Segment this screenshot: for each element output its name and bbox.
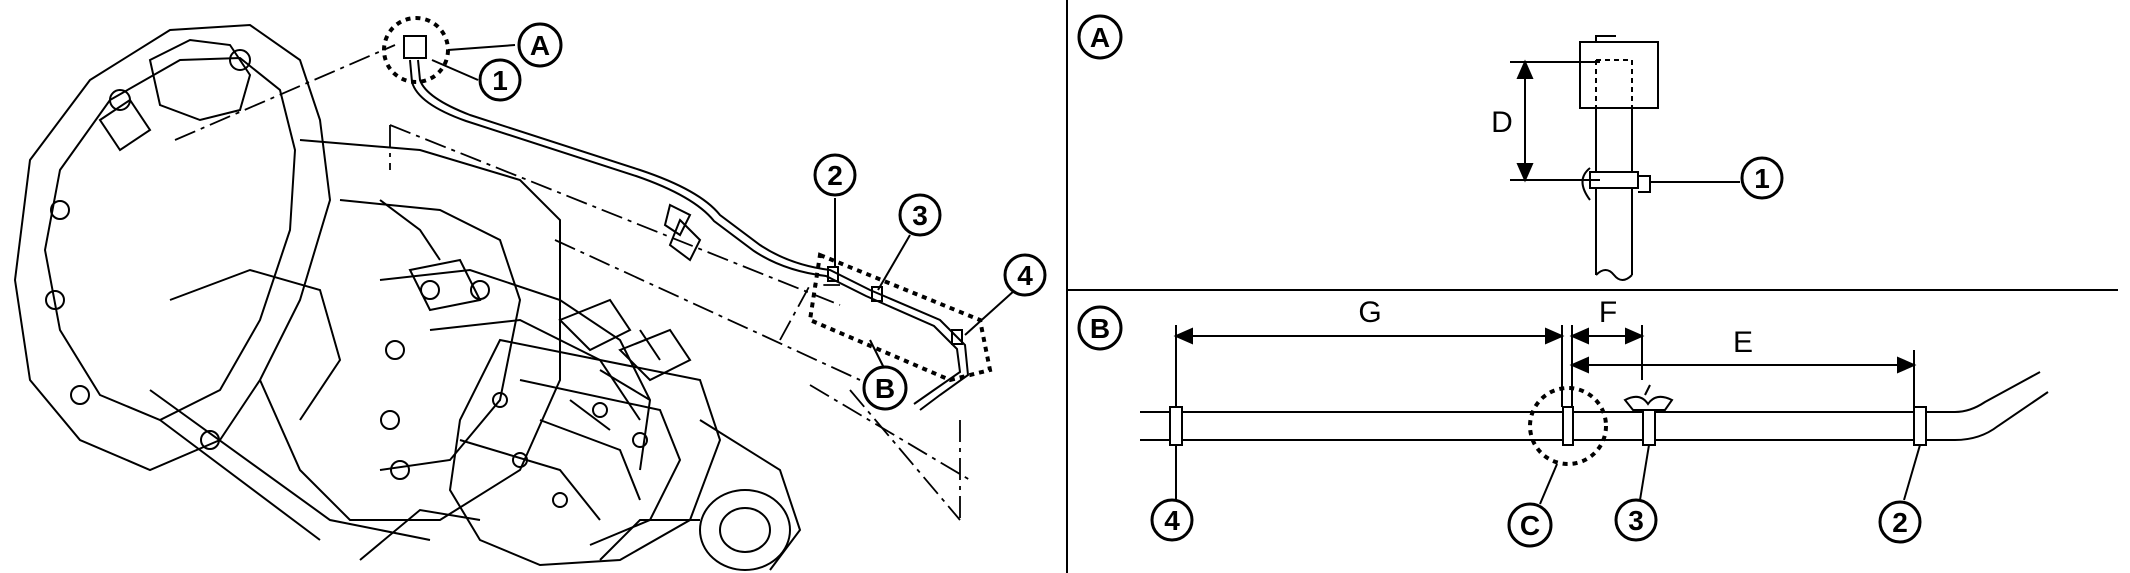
detail-b-outline (807, 252, 993, 383)
view-a-label: A (1077, 14, 1123, 60)
svg-text:B: B (875, 373, 895, 404)
svg-text:1: 1 (1754, 163, 1770, 194)
clamp-3 (1642, 406, 1656, 446)
svg-text:B: B (1090, 313, 1110, 344)
svg-text:A: A (1090, 22, 1110, 53)
callout-part-3-view-b: 3 (1614, 498, 1658, 542)
clamp-2 (1913, 406, 1927, 446)
marking-c (1562, 406, 1574, 446)
svg-text:C: C (1520, 510, 1540, 541)
dimension-lines-b (1173, 325, 1917, 407)
breather-tube-detail (1579, 35, 1659, 281)
svg-text:A: A (530, 30, 550, 61)
callout-leaders-b (1175, 444, 1921, 505)
view-b-panel: B (1077, 296, 2049, 548)
breather-hose (403, 35, 970, 411)
callout-view-b-left: B (862, 365, 908, 411)
dimension-f-label: F (1599, 296, 1617, 329)
detail-c-circle (1528, 386, 1608, 466)
svg-text:3: 3 (1628, 505, 1644, 536)
svg-text:2: 2 (827, 160, 843, 191)
callout-part-1-view-a: 1 (1650, 156, 1784, 200)
dimension-g-label: G (1358, 296, 1381, 329)
panel-dividers (1066, 0, 2118, 573)
detail-a-circle (382, 16, 450, 84)
svg-text:4: 4 (1164, 505, 1180, 536)
callout-view-a-left: A (517, 22, 563, 68)
svg-text:3: 3 (912, 200, 928, 231)
transmission-assembly-illustration (13, 23, 802, 571)
callout-part-3-left: 3 (898, 193, 942, 237)
view-b-label: B (1077, 305, 1123, 351)
dimension-d-label: D (1491, 106, 1513, 139)
clamp-4 (1169, 406, 1183, 446)
view-a-panel: A D 1 (1077, 14, 1784, 281)
callout-part-2-left: 2 (813, 153, 857, 197)
svg-text:1: 1 (492, 65, 508, 96)
callout-part-4-left: 4 (1003, 253, 1047, 297)
reference-lines (174, 44, 971, 521)
svg-text:4: 4 (1017, 260, 1033, 291)
svg-text:2: 2 (1892, 507, 1908, 538)
hose-straight-view (1140, 371, 2049, 446)
callout-part-2-view-b: 2 (1878, 500, 1922, 544)
callout-leaders-left (431, 44, 1016, 371)
callout-part-1-left: 1 (478, 58, 522, 102)
callout-part-4-view-b: 4 (1150, 498, 1194, 542)
dimension-d (1510, 59, 1600, 183)
dimension-e-label: E (1733, 326, 1753, 359)
callout-view-c: C (1507, 502, 1553, 548)
